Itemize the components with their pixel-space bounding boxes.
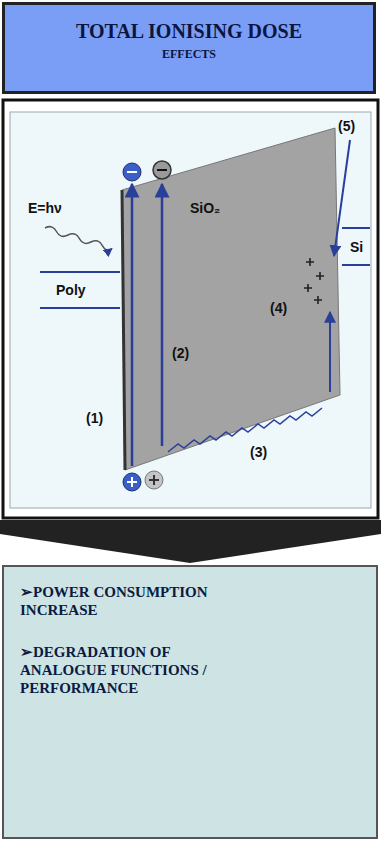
hole-symbol bbox=[123, 473, 141, 491]
electron-symbol bbox=[153, 161, 171, 179]
poly-level bbox=[40, 271, 120, 273]
poly-level bbox=[40, 307, 120, 309]
hopping-path bbox=[168, 408, 322, 452]
node-text: EFFECTS bbox=[19, 47, 359, 61]
hole-symbol bbox=[145, 471, 163, 489]
material-label: SiO₂ bbox=[190, 200, 220, 216]
node-text: ➢DEGRADATION OF ANALOGUE FUNCTIONS / PER… bbox=[20, 643, 255, 697]
panel-ground bbox=[10, 112, 371, 508]
transport-arrow bbox=[131, 184, 134, 466]
material-label: Poly bbox=[56, 282, 86, 298]
photon-wave bbox=[44, 225, 113, 251]
electron-symbol bbox=[123, 163, 141, 181]
callout-number: (1) bbox=[86, 410, 103, 426]
oxide-band bbox=[122, 128, 340, 470]
transport-arrow bbox=[161, 184, 164, 446]
si-level bbox=[342, 227, 370, 229]
material-label: Si bbox=[350, 239, 363, 255]
callout-number: (3) bbox=[250, 444, 267, 460]
gate-edge bbox=[122, 190, 125, 470]
flow-chevron bbox=[0, 520, 381, 563]
node-text: ➢POWER CONSUMPTION INCREASE bbox=[20, 583, 255, 619]
trapped-charge bbox=[304, 258, 324, 304]
title-text: TOTAL IONISING DOSE bbox=[19, 19, 359, 43]
interface-arrow bbox=[334, 140, 350, 256]
callout-number: (2) bbox=[172, 345, 189, 361]
effects-box: ➢POWER CONSUMPTION INCREASE ➢DEGRADATION … bbox=[2, 565, 378, 839]
callout-number: (5) bbox=[338, 118, 355, 134]
photon-label: E=hν bbox=[28, 200, 62, 216]
title-box: TOTAL IONISING DOSE EFFECTS bbox=[2, 2, 376, 94]
panel-frame bbox=[3, 100, 378, 518]
callout-number: (4) bbox=[270, 300, 287, 316]
si-level bbox=[342, 264, 370, 266]
transport-arrow bbox=[329, 312, 331, 392]
